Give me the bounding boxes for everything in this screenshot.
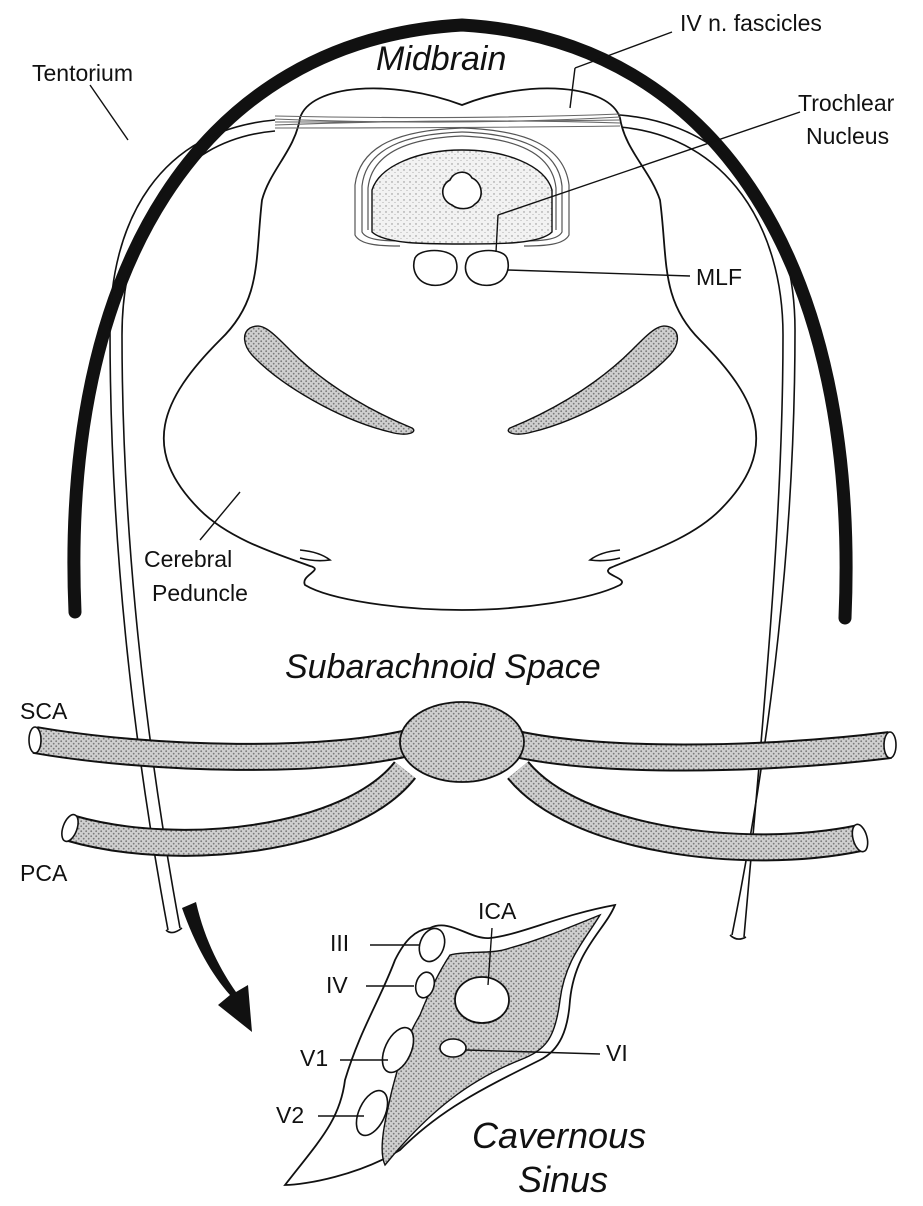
label-cavernous-line2: Sinus xyxy=(518,1159,609,1200)
label-mlf: MLF xyxy=(696,264,742,290)
left-substantia-nigra xyxy=(243,325,415,435)
label-cerebral-line2: Peduncle xyxy=(152,580,248,606)
label-tentorium: Tentorium xyxy=(32,60,133,86)
tentorium-arc xyxy=(67,18,853,625)
label-trochlear-line2: Nucleus xyxy=(806,123,890,149)
label-pca: PCA xyxy=(20,860,68,886)
right-substantia-nigra xyxy=(507,325,679,435)
cn-iv-oval xyxy=(414,971,436,999)
label-ica: ICA xyxy=(478,898,517,924)
label-iii: III xyxy=(330,930,350,956)
label-subarachnoid-space: Subarachnoid Space xyxy=(285,648,601,686)
sca-artery xyxy=(28,726,897,772)
mlf-left xyxy=(413,249,458,287)
label-cavernous-line1: Cavernous xyxy=(472,1115,647,1156)
right-peduncle-notch xyxy=(588,549,621,562)
pca-artery xyxy=(61,760,869,862)
label-trochlear-line1: Trochlear xyxy=(798,90,895,116)
arrow-icon xyxy=(182,902,252,1032)
mlf-right xyxy=(464,249,509,287)
trochlear-fascicles-loop xyxy=(354,127,570,247)
basilar-tip xyxy=(399,701,525,783)
label-iv: IV xyxy=(326,972,348,998)
label-cerebral-line1: Cerebral xyxy=(144,546,233,572)
cn-v1-oval xyxy=(381,1026,415,1074)
cerebral-aqueduct xyxy=(441,171,482,210)
label-sca: SCA xyxy=(20,698,68,724)
cn-vi-oval xyxy=(439,1038,467,1058)
label-vi: VI xyxy=(606,1040,628,1066)
label-v1: V1 xyxy=(300,1045,329,1071)
cn-v2-oval xyxy=(355,1089,389,1137)
label-midbrain: Midbrain xyxy=(376,40,507,78)
iv-fascicles xyxy=(274,113,621,129)
cn-iii-oval xyxy=(418,927,446,963)
label-iv-fascicles: IV n. fascicles xyxy=(680,10,822,36)
label-v2: V2 xyxy=(276,1102,305,1128)
midbrain-outline xyxy=(162,87,758,611)
leader-lines xyxy=(89,31,801,1117)
left-peduncle-notch xyxy=(299,549,332,562)
ica-lumen xyxy=(454,976,510,1024)
